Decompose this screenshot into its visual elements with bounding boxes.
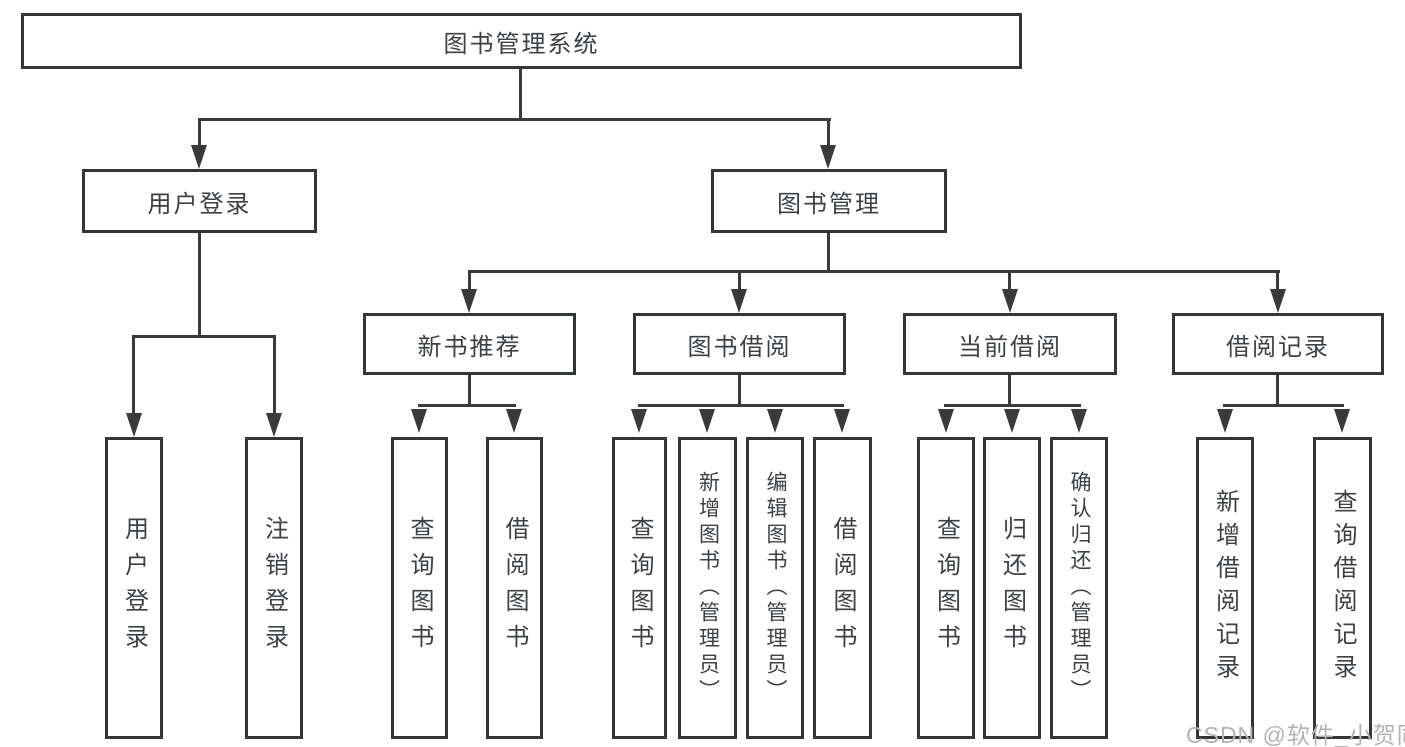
arrow-to-user-login <box>191 145 207 169</box>
arrow-to-query-record-e <box>1334 409 1350 433</box>
edge-records-trunk <box>1276 375 1279 406</box>
node-current-borrow: 当前借阅 <box>903 313 1117 375</box>
leaf-add-books-admin-label: 新增图书（管理员） <box>696 471 720 705</box>
node-borrow-records-label: 借阅记录 <box>1226 333 1330 361</box>
edge-current-trunk <box>1008 375 1011 406</box>
leaf-query-books-current: 查询图书 <box>917 437 975 739</box>
edge-stub-borrow <box>738 270 741 291</box>
csdn-watermark: CSDN @软件_小贺同学 <box>1186 722 1405 747</box>
arrow-to-new-rec <box>461 289 477 313</box>
node-user-login: 用户登录 <box>82 169 317 233</box>
leaf-edit-books-admin: 编辑图书（管理员） <box>746 437 804 739</box>
arrow-to-current <box>1002 289 1018 313</box>
leaf-logout: 注销登录 <box>245 437 303 739</box>
edge-borrow-trunk <box>738 375 741 406</box>
edge-records-rail <box>1223 404 1344 407</box>
arrow-to-query-books-c <box>631 409 647 433</box>
leaf-confirm-return-admin-label: 确认归还（管理员） <box>1068 471 1091 705</box>
edge-stub-records <box>1276 270 1279 291</box>
leaf-query-borrow-record: 查询借阅记录 <box>1313 437 1372 739</box>
leaf-borrow-books-borrow-label: 借阅图书 <box>829 516 856 660</box>
leaf-borrow-books-borrow: 借阅图书 <box>813 437 872 739</box>
arrow-to-book-mgmt <box>820 145 836 169</box>
edge-user-login-rail <box>132 335 276 338</box>
edge-root-rail <box>198 118 831 121</box>
node-user-login-label: 用户登录 <box>147 190 252 218</box>
node-new-book-recommend: 新书推荐 <box>363 313 576 375</box>
leaf-add-borrow-record: 新增借阅记录 <box>1196 437 1254 739</box>
arrow-to-logout <box>266 413 282 437</box>
arrow-to-borrow-books-b <box>506 409 522 433</box>
edge-stub-new-rec <box>468 270 471 291</box>
node-system-root-label: 图书管理系统 <box>443 30 600 58</box>
leaf-query-books-recommend: 查询图书 <box>391 437 448 739</box>
arrow-to-return-books-d <box>1004 409 1020 433</box>
edge-stub-user-login <box>198 118 201 148</box>
edge-new-rec-rail <box>418 404 516 407</box>
arrow-to-records <box>1270 289 1286 313</box>
edge-current-rail <box>944 404 1081 407</box>
arrow-to-edit-books-c <box>767 409 783 433</box>
node-book-borrow: 图书借阅 <box>633 313 846 375</box>
leaf-query-books-recommend-label: 查询图书 <box>406 516 433 660</box>
edge-user-login-trunk <box>198 233 201 337</box>
leaf-edit-books-admin-label: 编辑图书（管理员） <box>764 471 787 705</box>
leaf-user-login: 用户登录 <box>105 437 163 739</box>
arrow-to-query-books-b <box>411 409 427 433</box>
arrow-to-login <box>126 413 142 437</box>
node-book-management-label: 图书管理 <box>777 190 881 218</box>
arrow-to-confirm-return-d <box>1071 409 1087 433</box>
leaf-query-borrow-record-label: 查询借阅记录 <box>1329 489 1356 687</box>
leaf-user-login-label: 用户登录 <box>120 516 148 660</box>
leaf-return-books: 归还图书 <box>983 437 1041 739</box>
leaf-query-books-borrow-label: 查询图书 <box>626 516 653 660</box>
node-book-borrow-label: 图书借阅 <box>687 333 792 361</box>
node-system-root: 图书管理系统 <box>21 13 1022 69</box>
node-book-management: 图书管理 <box>711 169 947 233</box>
leaf-confirm-return-admin: 确认归还（管理员） <box>1050 437 1108 739</box>
node-current-borrow-label: 当前借阅 <box>958 333 1062 361</box>
leaf-query-books-current-label: 查询图书 <box>932 516 960 660</box>
arrow-to-query-books-d <box>938 409 954 433</box>
edge-stub-current <box>1008 270 1011 291</box>
leaf-add-borrow-record-label: 新增借阅记录 <box>1211 489 1239 687</box>
leaf-logout-label: 注销登录 <box>260 516 288 660</box>
edge-book-mgmt-rail <box>468 270 1280 273</box>
edge-book-mgmt-trunk <box>827 233 830 273</box>
leaf-return-books-label: 归还图书 <box>998 516 1026 660</box>
edge-stub-login <box>132 335 135 415</box>
edge-stub-book-mgmt <box>827 118 830 148</box>
node-new-book-recommend-label: 新书推荐 <box>417 333 522 361</box>
leaf-borrow-books-recommend: 借阅图书 <box>486 437 543 739</box>
leaf-borrow-books-recommend-label: 借阅图书 <box>501 516 528 660</box>
edge-borrow-rail <box>638 404 844 407</box>
arrow-to-add-record-e <box>1217 409 1233 433</box>
arrow-to-borrow-books-c <box>834 409 850 433</box>
arrow-to-borrow <box>731 289 747 313</box>
edge-stub-logout <box>273 335 276 415</box>
edge-root-trunk <box>519 69 522 120</box>
node-borrow-records: 借阅记录 <box>1172 313 1384 375</box>
arrow-to-add-books-c <box>699 409 715 433</box>
leaf-query-books-borrow: 查询图书 <box>612 437 667 739</box>
edge-new-rec-trunk <box>468 375 471 406</box>
leaf-add-books-admin: 新增图书（管理员） <box>678 437 737 739</box>
